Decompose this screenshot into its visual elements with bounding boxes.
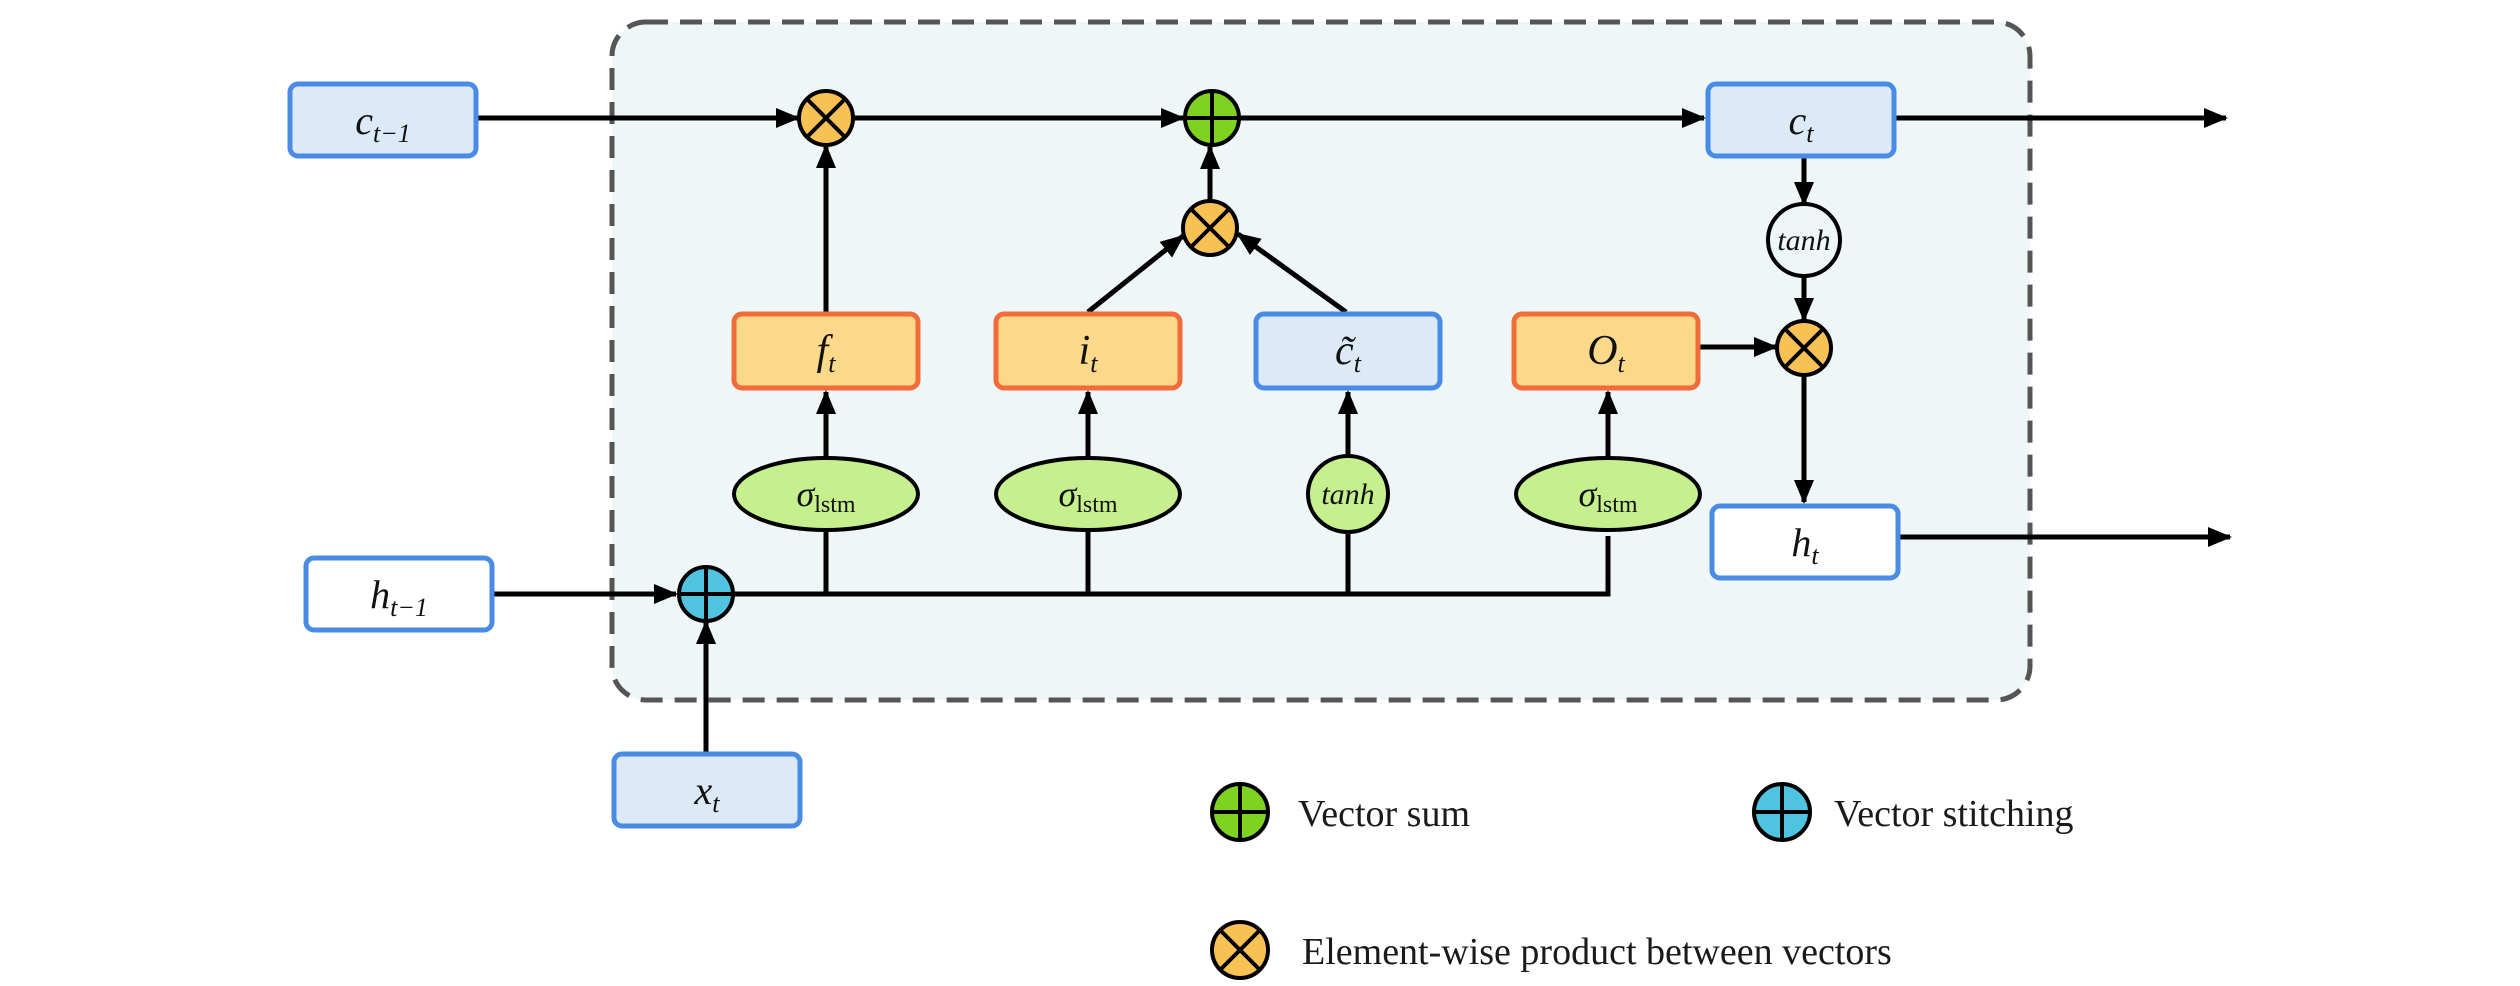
box-h-prev: ht−1 — [303, 555, 495, 633]
legend-sum-label: Vector sum — [1298, 793, 1470, 835]
box-x-t: xt — [611, 751, 803, 829]
svg-text:xt: xt — [694, 768, 721, 818]
legend: Vector sum Vector stitching Element-wise… — [1210, 782, 2074, 980]
gate-forget: ft — [731, 311, 921, 391]
candidate-cell: c̃t — [1253, 311, 1443, 391]
product-op-icon — [1775, 319, 1833, 377]
gate-output: Ot — [1511, 311, 1701, 391]
sum-op-icon — [1183, 89, 1241, 147]
activation-sigma-output: σlstm — [1514, 456, 1702, 532]
gate-input: it — [993, 311, 1183, 391]
svg-text:it: it — [1079, 328, 1099, 378]
product-op-icon — [797, 89, 855, 147]
legend-product-icon — [1210, 920, 1270, 980]
svg-text:c̃t: c̃t — [1335, 328, 1362, 378]
svg-text:tanh: tanh — [1777, 224, 1830, 257]
stitch-op-icon — [677, 565, 735, 623]
box-c-prev: ct−1 — [287, 81, 479, 159]
activation-tanh-candidate: tanh — [1306, 454, 1390, 534]
svg-text:tanh: tanh — [1321, 478, 1374, 511]
legend-stitch-icon — [1752, 782, 1812, 842]
legend-stitch-label: Vector stitching — [1834, 793, 2074, 835]
legend-sum-icon — [1210, 782, 1270, 842]
svg-text:σlstm: σlstm — [796, 474, 855, 518]
svg-text:ht−1: ht−1 — [370, 572, 428, 622]
svg-text:Ot: Ot — [1587, 328, 1625, 378]
svg-text:σlstm: σlstm — [1058, 474, 1117, 518]
box-h-t: ht — [1709, 503, 1901, 581]
svg-text:ct: ct — [1789, 98, 1815, 148]
activation-sigma-forget: σlstm — [732, 456, 920, 532]
activation-sigma-input: σlstm — [994, 456, 1182, 532]
activation-tanh-cell: tanh — [1766, 202, 1842, 278]
svg-text:ct−1: ct−1 — [355, 98, 411, 148]
product-op-icon — [1181, 199, 1239, 257]
box-c-t: ct — [1705, 81, 1897, 159]
connectors — [476, 108, 2232, 752]
svg-text:σlstm: σlstm — [1578, 474, 1637, 518]
legend-product-label: Element-wise product between vectors — [1302, 931, 1892, 973]
svg-text:ht: ht — [1791, 520, 1819, 570]
